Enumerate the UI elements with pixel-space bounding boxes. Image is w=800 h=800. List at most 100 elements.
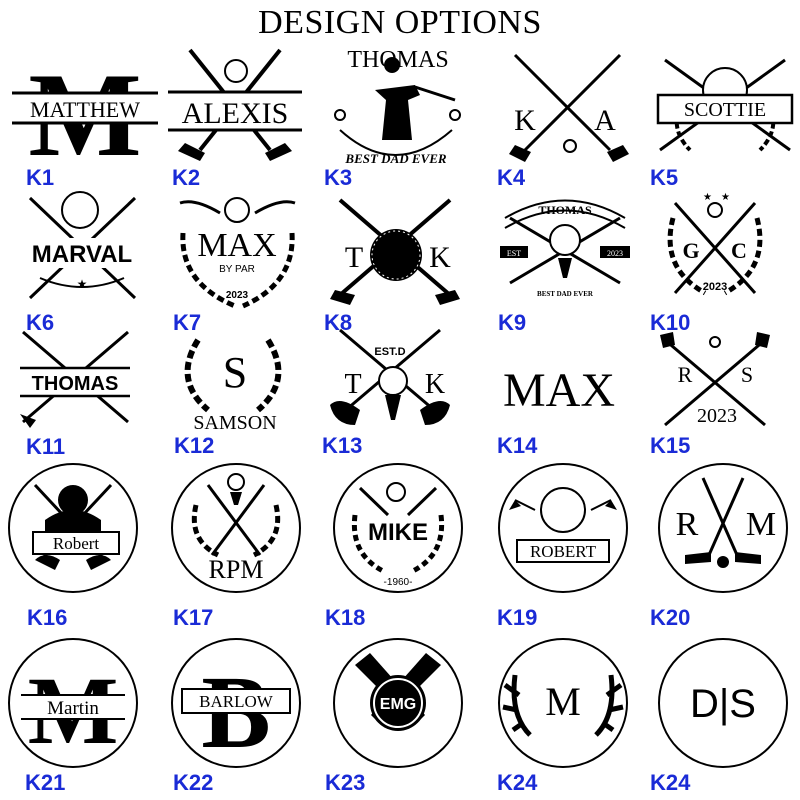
star-icon: ★ bbox=[721, 192, 730, 203]
design-code: K8 bbox=[324, 310, 353, 335]
design-k16[interactable]: Robert K16 bbox=[5, 460, 155, 630]
circle-badge: M Martin bbox=[8, 638, 138, 768]
crossed-clubs-graphic: THOMAS bbox=[20, 330, 130, 428]
flag-icon bbox=[509, 500, 521, 510]
circle-badge: EMG bbox=[333, 638, 463, 768]
design-k11[interactable]: THOMAS K11 bbox=[18, 322, 168, 472]
design-code: K20 bbox=[650, 605, 691, 630]
antler-icon bbox=[594, 674, 624, 737]
design-code: K24 bbox=[650, 770, 691, 795]
golf-ball-icon bbox=[58, 485, 88, 515]
name-text: RPM bbox=[209, 555, 264, 584]
monogram-text: EMG bbox=[380, 696, 416, 713]
name-text: THOMAS bbox=[538, 203, 592, 217]
design-k23[interactable]: EMG K23 bbox=[325, 635, 480, 795]
crossed-clubs-graphic: K A bbox=[509, 53, 629, 162]
name-text: Robert bbox=[53, 534, 100, 553]
design-k12[interactable]: S SAMSON K12 bbox=[168, 325, 318, 475]
name-text: MATTHEW bbox=[30, 97, 140, 122]
tee-icon bbox=[385, 395, 401, 420]
golf-ball-icon bbox=[224, 197, 250, 223]
name-text: MAX bbox=[197, 227, 276, 264]
initial-left: T bbox=[344, 369, 361, 400]
design-k5[interactable]: SCOTTIE K5 bbox=[650, 50, 800, 200]
design-k21[interactable]: M Martin K21 bbox=[5, 635, 155, 795]
laurel-graphic: ★ ★ G C 2023 bbox=[667, 192, 763, 296]
initial-right: C bbox=[731, 238, 747, 263]
big-letter: M bbox=[545, 679, 581, 724]
golf-ball-icon bbox=[370, 675, 426, 731]
design-code: K7 bbox=[173, 310, 202, 335]
subtitle-text: BY PAR bbox=[219, 264, 255, 275]
design-code: K12 bbox=[174, 433, 215, 458]
golf-ball-icon bbox=[540, 487, 586, 533]
year-text: 2023 bbox=[703, 281, 727, 293]
design-k18[interactable]: MIKE -1960- K18 bbox=[325, 460, 480, 630]
design-k7[interactable]: MAX BY PAR 2023 K7 bbox=[165, 188, 315, 338]
design-code: K16 bbox=[27, 605, 68, 630]
design-k15[interactable]: R S 2023 K15 bbox=[650, 330, 800, 480]
design-k8[interactable]: T K K8 bbox=[320, 195, 470, 345]
golf-ball-icon bbox=[707, 202, 723, 218]
text-graphic: MAX bbox=[503, 364, 615, 417]
design-code: K5 bbox=[650, 165, 679, 190]
design-k17[interactable]: RPM K17 bbox=[168, 460, 318, 630]
circle-badge: B BARLOW bbox=[171, 638, 301, 770]
design-k24-antlers[interactable]: M K24 bbox=[495, 635, 645, 795]
year-text: -1960- bbox=[384, 577, 413, 588]
golf-ball-icon bbox=[370, 229, 422, 281]
year-text: 2023 bbox=[607, 249, 623, 258]
golf-ball-icon bbox=[386, 482, 406, 502]
design-k6[interactable]: MARVAL ★ K6 bbox=[20, 188, 170, 338]
initial-right: A bbox=[594, 104, 616, 137]
golf-ball-icon bbox=[224, 59, 248, 83]
design-k3[interactable]: THOMAS BEST DAD EVER K3 bbox=[320, 45, 470, 195]
slogan-text: BEST DAD EVER bbox=[344, 151, 446, 166]
crossed-clubs-graphic: R S 2023 bbox=[660, 332, 770, 427]
circle-badge: Robert bbox=[8, 463, 138, 593]
est-label: EST bbox=[507, 249, 521, 258]
design-k13[interactable]: EST.D T K K13 bbox=[322, 325, 475, 475]
star-icon: ★ bbox=[77, 277, 88, 291]
monogram-text: D|S bbox=[690, 682, 756, 726]
design-k2[interactable]: ALEXIS K2 bbox=[160, 45, 310, 195]
design-code: K22 bbox=[173, 770, 214, 795]
initial-right: K bbox=[429, 241, 451, 274]
design-code: K21 bbox=[25, 770, 66, 795]
circle-badge: D|S bbox=[658, 638, 788, 768]
design-code: K11 bbox=[26, 434, 66, 459]
name-text: MAX bbox=[503, 364, 615, 417]
design-k19[interactable]: ROBERT K19 bbox=[495, 460, 645, 630]
crossed-clubs-graphic: MARVAL ★ bbox=[20, 191, 145, 300]
design-k24-text[interactable]: D|S K24 bbox=[650, 635, 800, 795]
antler-icon bbox=[502, 674, 532, 737]
design-k9[interactable]: THOMAS EST 2023 BEST DAD EVER K9 bbox=[490, 188, 640, 338]
design-code: K17 bbox=[173, 605, 214, 630]
name-text: ALEXIS bbox=[182, 97, 289, 130]
initial-left: R bbox=[676, 506, 699, 543]
name-text: MARVAL bbox=[32, 241, 132, 268]
initial-right: K bbox=[425, 369, 445, 400]
big-letter: S bbox=[223, 348, 247, 397]
design-k10[interactable]: ★ ★ G C 2023 K10 bbox=[650, 188, 800, 338]
year-text: 2023 bbox=[226, 290, 249, 301]
design-k22[interactable]: B BARLOW K22 bbox=[168, 635, 318, 795]
design-code: K24 bbox=[497, 770, 538, 795]
design-k14[interactable]: MAX K14 bbox=[495, 330, 645, 480]
design-k1[interactable]: M MATTHEW K1 bbox=[10, 48, 160, 205]
circle-badge: ROBERT bbox=[498, 463, 628, 593]
crest-graphic: SCOTTIE bbox=[656, 58, 794, 152]
design-code: K1 bbox=[26, 165, 55, 190]
golf-ball-icon bbox=[61, 191, 99, 229]
design-code: K14 bbox=[497, 433, 538, 458]
monogram-graphic: M MATTHEW bbox=[12, 48, 158, 181]
slogan-text: BEST DAD EVER bbox=[537, 290, 594, 298]
initial-left: K bbox=[514, 104, 536, 137]
flag-icon bbox=[605, 500, 617, 510]
design-k4[interactable]: K A K4 bbox=[495, 50, 645, 200]
circle-badge: RPM bbox=[171, 463, 301, 593]
golfer-icon bbox=[375, 85, 420, 140]
design-k20[interactable]: R M K20 bbox=[650, 460, 800, 630]
design-code: K6 bbox=[26, 310, 55, 335]
initial-left: T bbox=[345, 241, 363, 274]
